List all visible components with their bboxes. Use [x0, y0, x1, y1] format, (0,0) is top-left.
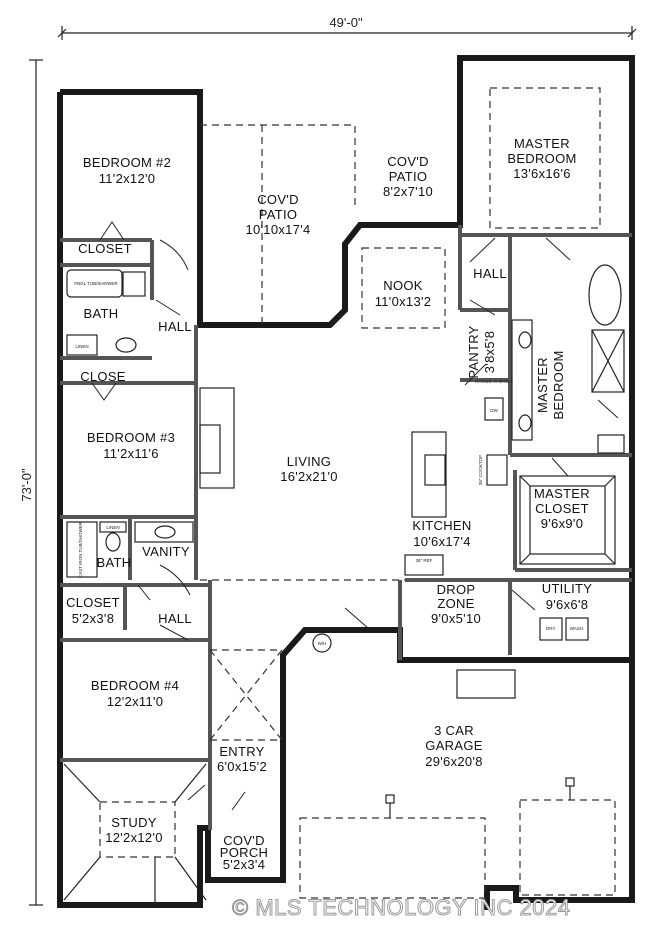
bedroom3-size: 11'2x11'6	[103, 446, 159, 461]
linen-mid-label: LINEN	[106, 525, 119, 530]
dry-label: DRY.	[546, 626, 556, 631]
bedroom2-name: BEDROOM #2	[83, 155, 171, 170]
bedroom3-name: BEDROOM #3	[87, 430, 175, 445]
wh-label: W/H	[318, 641, 327, 646]
bath-top-name: BATH	[84, 306, 119, 321]
covd-patio-small-line1: COV'D	[387, 154, 429, 169]
covd-porch-size: 5'2x3'4	[223, 857, 265, 872]
living-size: 16'2x21'0	[280, 469, 338, 484]
closet-mid-size: 5'2x3'8	[72, 611, 114, 626]
hall-left-top-name: HALL	[158, 319, 192, 334]
interior-walls	[60, 225, 632, 830]
covd-patio-main-line2: PATIO	[259, 207, 298, 222]
closet-top-name: CLOSET	[78, 241, 132, 256]
tub-shower-top-label: FBGL TUB/SHOWER	[74, 281, 118, 286]
hall-left-mid-name: HALL	[158, 611, 192, 626]
bedroom2-size: 11'2x12'0	[99, 171, 156, 186]
fixtures	[66, 264, 625, 818]
covd-patio-small-line2: PATIO	[389, 169, 428, 184]
overall-depth-label: 73'-0"	[19, 468, 34, 502]
living-name: LIVING	[287, 454, 331, 469]
study-ceiling	[63, 763, 207, 903]
garage-line2: GARAGE	[425, 738, 482, 753]
master-bedroom-line2: BEDROOM	[507, 151, 576, 166]
cooktop-label: 36" COOKTOP	[478, 455, 483, 485]
master-bedroom-line1: MASTER	[514, 136, 570, 151]
master-bedroom-size: 13'6x16'6	[513, 166, 571, 181]
master-bath-line1: MASTER	[535, 357, 550, 413]
close-name: CLOSE	[80, 369, 126, 384]
door-swings	[91, 221, 619, 811]
bedroom4-size: 12'2x11'0	[107, 694, 164, 709]
hall-master-name: HALL	[473, 266, 507, 281]
ref-label: 36" REF	[416, 558, 433, 563]
covd-patio-main-line1: COV'D	[257, 192, 299, 207]
master-closet-line2: CLOSET	[535, 501, 589, 516]
raised-cabinet-label: RAISED CABINET	[475, 379, 513, 384]
vanity-name: VANITY	[142, 544, 190, 559]
entry-name: ENTRY	[219, 744, 264, 759]
pantry-name: PANTRY	[466, 325, 481, 378]
covd-porch-line2: PORCH	[220, 845, 268, 860]
master-closet-size: 9'6x9'0	[541, 516, 583, 531]
covd-porch-line1: COV'D	[223, 833, 265, 848]
dashed-lines	[99, 87, 616, 899]
kitchen-name: KITCHEN	[412, 518, 471, 533]
drop-zone-line2: ZONE	[437, 596, 474, 611]
bedroom4-name: BEDROOM #4	[91, 678, 179, 693]
utility-size: 9'6x6'8	[546, 597, 588, 612]
covd-patio-main-size: 10'10x17'4	[245, 222, 310, 237]
master-closet-line1: MASTER	[534, 486, 590, 501]
dimension-lines	[29, 26, 637, 906]
dw-label: DW	[490, 408, 498, 413]
garage-size: 29'6x20'8	[425, 754, 483, 769]
utility-name: UTILITY	[542, 581, 593, 596]
drop-zone-line1: DROP	[437, 582, 476, 597]
watermark: © MLS TECHNOLOGY INC 2024	[232, 895, 570, 920]
study-name: STUDY	[111, 815, 157, 830]
tub-shower-mid-label: CAST IRON TUB/SHOWER	[78, 521, 83, 578]
overall-width-label: 49'-0"	[329, 15, 363, 30]
study-size: 12'2x12'0	[105, 830, 163, 845]
drop-zone-size: 9'0x5'10	[431, 611, 481, 626]
wash-label: WASH.	[570, 626, 585, 631]
entry-size: 6'0x15'2	[217, 759, 267, 774]
kitchen-size: 10'6x17'4	[413, 534, 471, 549]
master-bath-line2: BEDROOM	[551, 350, 566, 419]
pantry-size: 3'8x5'8	[482, 331, 497, 373]
bath-mid-name: BATH	[97, 555, 132, 570]
closet-mid-name: CLOSET	[66, 595, 120, 610]
nook-size: 11'0x13'2	[375, 294, 432, 309]
linen-top-label: LINEN	[75, 344, 88, 349]
nook-name: NOOK	[383, 278, 423, 293]
garage-line1: 3 CAR	[434, 723, 474, 738]
covd-patio-small-size: 8'2x7'10	[383, 184, 433, 199]
master-closet-ceiling	[519, 475, 616, 565]
